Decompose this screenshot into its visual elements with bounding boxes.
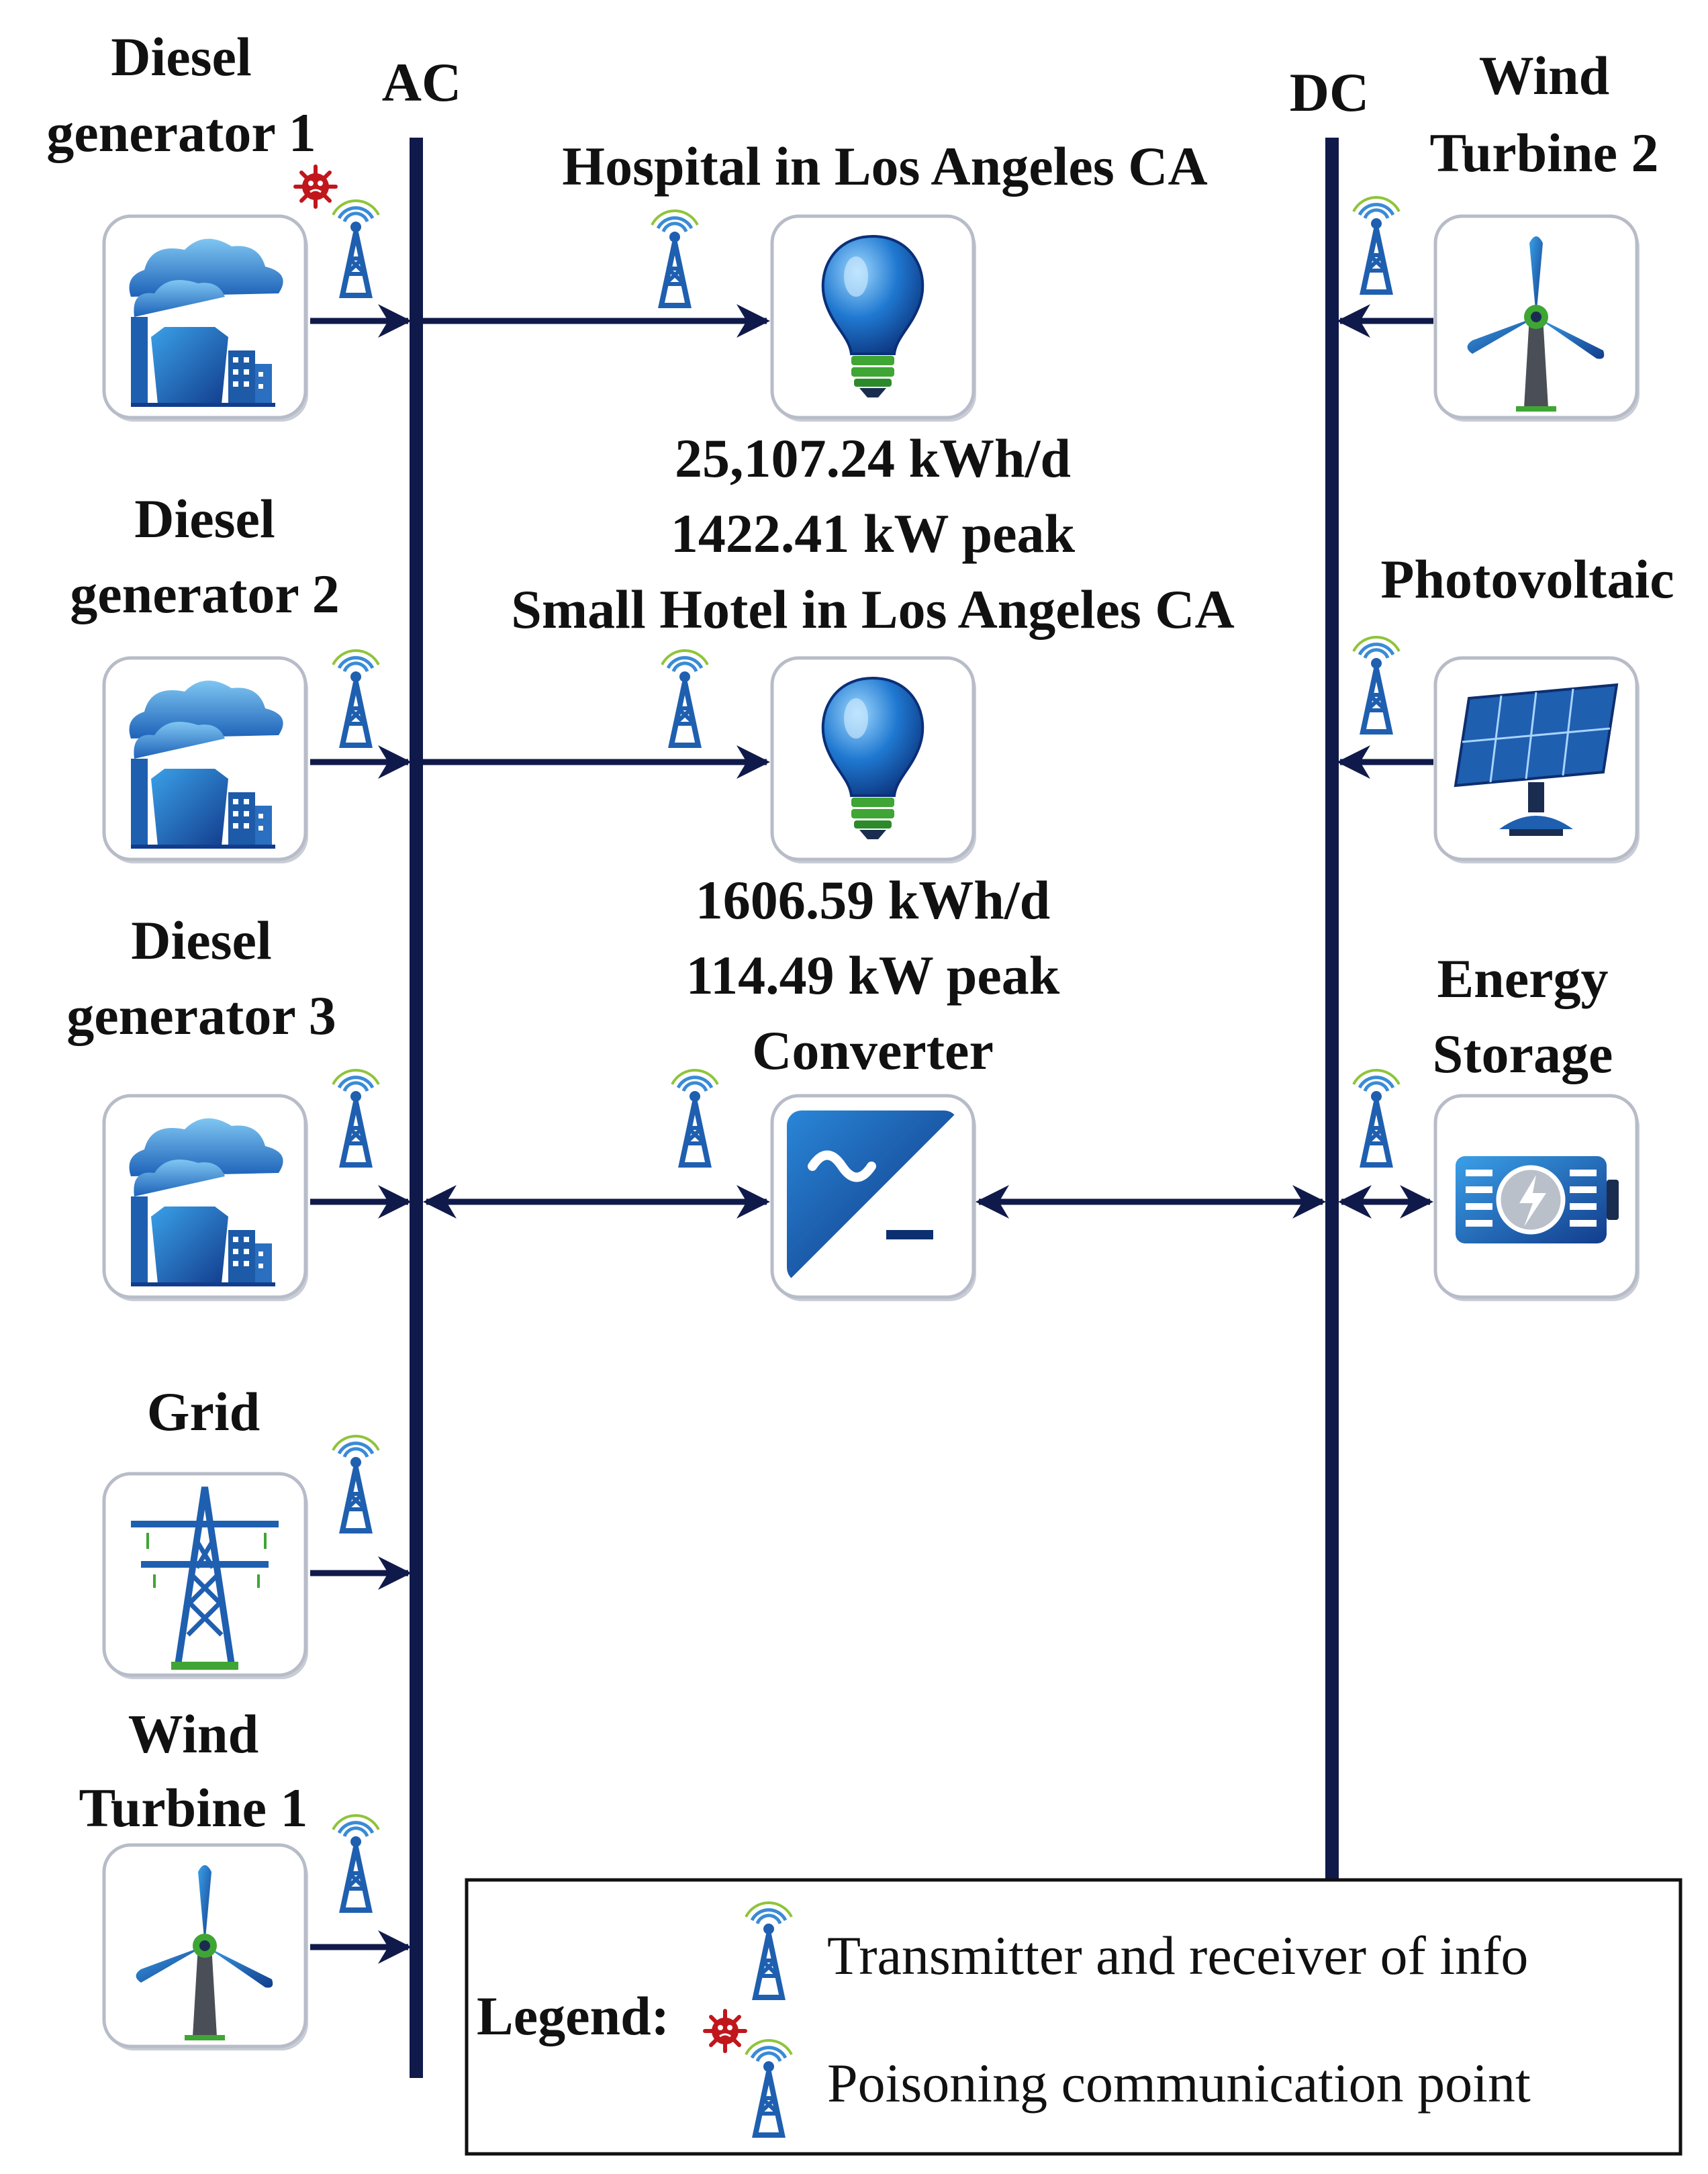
hospital-antenna-icon [652, 211, 698, 305]
hotel-peak: 114.49 kW peak [686, 945, 1060, 1006]
legend-virus-icon [705, 2011, 745, 2051]
hospital-energy: 25,107.24 kWh/d [675, 428, 1071, 489]
diesel2-label-line2: generator 2 [70, 563, 340, 624]
converter-label: Converter [752, 1020, 994, 1081]
pv-antenna-icon [1354, 637, 1399, 732]
diesel3-antenna-icon [333, 1070, 379, 1165]
wind1-label-line1: Wind [128, 1703, 259, 1764]
converter-antenna-icon [672, 1070, 718, 1165]
hospital-peak: 1422.41 kW peak [671, 503, 1076, 564]
hotel-title: Small Hotel in Los Angeles CA [511, 579, 1234, 640]
hotel-energy: 1606.59 kWh/d [696, 869, 1051, 931]
diesel1-label-line2: generator 1 [46, 102, 316, 163]
hotel-light-bulb-icon [772, 658, 976, 863]
grid-power-tower-icon [104, 1474, 308, 1679]
dc-bus-label: DC [1290, 62, 1369, 123]
diesel2-label-line1: Diesel [134, 488, 275, 549]
hospital-light-bulb-icon [772, 216, 976, 422]
diesel1-virus-icon [295, 167, 336, 207]
storage-label-line2: Storage [1433, 1023, 1613, 1084]
diesel2-factory-icon [104, 658, 308, 863]
storage-battery-icon [1435, 1096, 1640, 1301]
diesel2-antenna-icon [333, 651, 379, 745]
diesel1-antenna-icon [333, 201, 379, 295]
wind1-label-line2: Turbine 1 [79, 1777, 307, 1838]
hospital-title: Hospital in Los Angeles CA [562, 136, 1207, 197]
legend-title: Legend: [477, 1985, 669, 2046]
wind1-antenna-icon [333, 1815, 379, 1910]
diesel1-factory-icon [104, 216, 308, 422]
wind2-label-line1: Wind [1479, 45, 1610, 106]
legend-item-transmitter: Transmitter and receiver of info [827, 1925, 1528, 1986]
wind1-wind-turbine-icon [104, 1845, 308, 2050]
diesel1-label-line1: Diesel [111, 26, 251, 87]
pv-solar-panel-icon [1435, 658, 1640, 863]
ac-dc-converter-icon [772, 1096, 976, 1301]
wind2-antenna-icon [1354, 197, 1399, 292]
ac-bus-label: AC [382, 52, 461, 113]
diesel3-factory-icon [104, 1096, 308, 1301]
diesel3-label-line2: generator 3 [66, 985, 336, 1046]
hotel-antenna-icon [662, 651, 708, 745]
legend-item-poisoning: Poisoning communication point [827, 2052, 1531, 2114]
grid-label: Grid [147, 1381, 260, 1442]
wind2-wind-turbine-icon [1435, 216, 1640, 422]
storage-label-line1: Energy [1437, 948, 1608, 1009]
storage-antenna-icon [1354, 1070, 1399, 1165]
grid-antenna-icon [333, 1436, 379, 1531]
diesel3-label-line1: Diesel [131, 910, 271, 971]
legend-box [465, 1878, 1682, 2156]
pv-label: Photovoltaic [1380, 549, 1674, 610]
wind2-label-line2: Turbine 2 [1429, 122, 1658, 183]
